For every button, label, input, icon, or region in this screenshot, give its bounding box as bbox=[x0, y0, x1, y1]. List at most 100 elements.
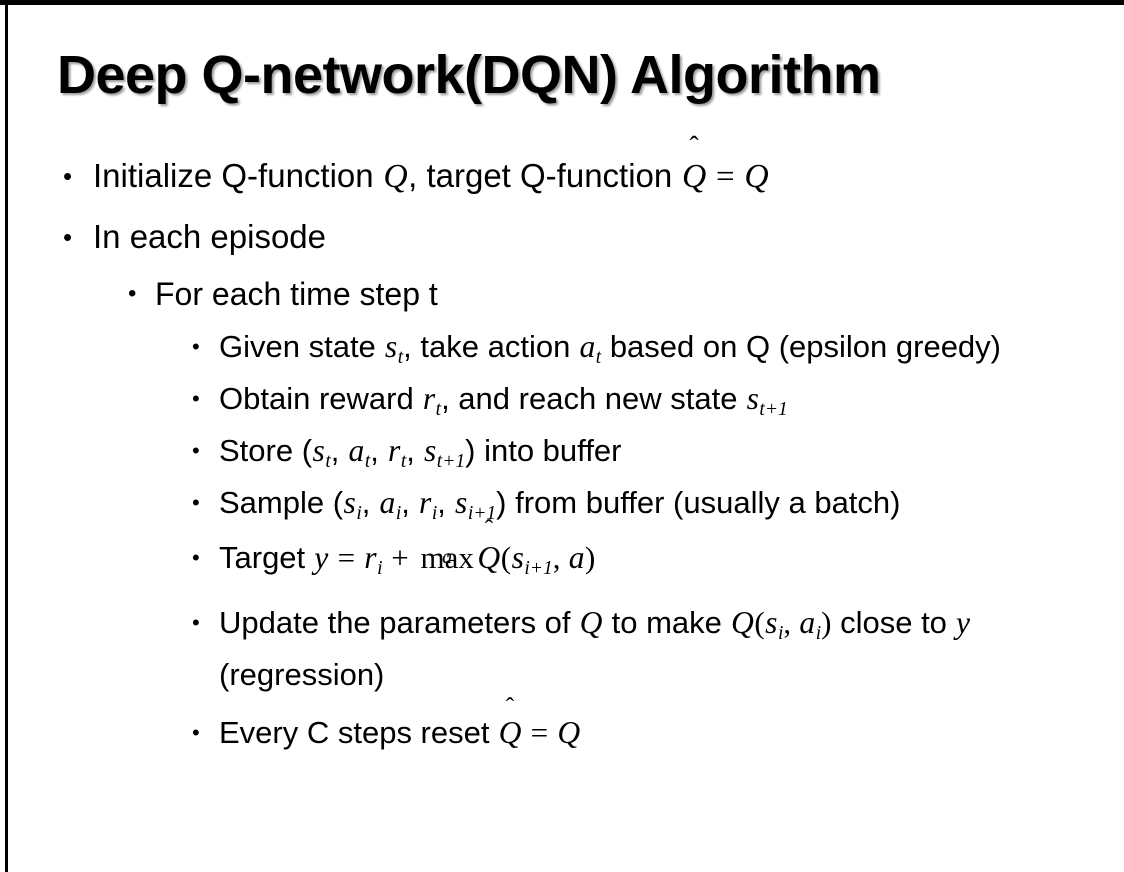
math-subscript: i+1 bbox=[524, 557, 553, 579]
math-paren-close: ) bbox=[821, 605, 832, 640]
math-plus: + bbox=[391, 540, 409, 575]
math-comma: , bbox=[552, 540, 569, 575]
text-fragment: Given state bbox=[219, 329, 385, 364]
list-item-text: For each time step t bbox=[155, 276, 438, 312]
math-max-label: max bbox=[420, 540, 474, 575]
list-item-text: Given state st, take action at based on … bbox=[219, 321, 1099, 373]
list-item: • Obtain reward rt, and reach new state … bbox=[0, 373, 1124, 425]
bullet-marker-icon: • bbox=[192, 610, 200, 635]
math-var-s: s bbox=[343, 485, 356, 520]
text-fragment: (regression) bbox=[219, 657, 385, 692]
text-fragment: , bbox=[370, 433, 388, 468]
math-paren-open: ( bbox=[754, 605, 765, 640]
math-subscript: t bbox=[400, 450, 407, 472]
text-fragment: Update the parameters of bbox=[219, 605, 580, 640]
text-fragment: , bbox=[401, 485, 419, 520]
math-equals: = bbox=[337, 540, 356, 575]
math-var-q: Q bbox=[579, 605, 603, 640]
list-item-text: Store (st, at, rt, st+1) into buffer bbox=[219, 425, 1099, 477]
math-var-q: Q bbox=[477, 540, 501, 575]
math-var-s: s bbox=[312, 433, 325, 468]
math-var-s: s bbox=[765, 605, 778, 640]
math-subscript: t bbox=[435, 398, 442, 420]
text-fragment: , bbox=[330, 433, 349, 468]
math-subscript: i+1 bbox=[467, 502, 497, 524]
math-subscript: i bbox=[431, 502, 438, 524]
math-var-a: a bbox=[379, 485, 396, 520]
math-var-r: r bbox=[422, 381, 436, 416]
list-item: • In each episode bbox=[0, 207, 1124, 267]
math-comma: , bbox=[783, 605, 799, 640]
list-item: • Given state st, take action at based o… bbox=[0, 321, 1124, 373]
text-fragment: Target bbox=[219, 540, 314, 575]
math-var-a: a bbox=[579, 329, 596, 364]
math-var-r: r bbox=[388, 433, 401, 468]
text-fragment: Sample ( bbox=[219, 485, 344, 520]
list-item: • Every C steps reset ̂Q = Q bbox=[0, 707, 1124, 759]
math-subscript: i bbox=[395, 502, 402, 524]
bullet-marker-icon: • bbox=[192, 545, 200, 570]
math-var-q: Q bbox=[730, 605, 754, 640]
math-subscript: t bbox=[325, 450, 331, 472]
math-var-s: s bbox=[746, 381, 759, 416]
list-item: • Target y = ri + maxâQ(si+1, a) bbox=[0, 529, 1124, 587]
text-fragment: Obtain reward bbox=[219, 381, 423, 416]
bullet-marker-icon: • bbox=[192, 386, 200, 411]
math-var-y: y bbox=[956, 605, 971, 640]
math-var-a: a bbox=[799, 605, 816, 640]
list-item: • Update the parameters of Q to make Q(s… bbox=[0, 597, 1124, 701]
text-fragment: , target Q-function bbox=[408, 157, 682, 194]
math-var-r: r bbox=[419, 485, 432, 520]
math-max-limit: a bbox=[442, 545, 453, 568]
math-subscript: i bbox=[356, 502, 362, 524]
math-var-s: s bbox=[423, 433, 437, 468]
math-var-s: s bbox=[511, 540, 524, 575]
math-var-q: Q bbox=[744, 158, 769, 195]
list-item-text: Update the parameters of Q to make Q(si,… bbox=[219, 597, 1099, 701]
text-fragment: ) into buffer bbox=[465, 433, 622, 468]
math-var-q: Q bbox=[498, 715, 522, 750]
bullet-marker-icon: • bbox=[63, 222, 73, 252]
bullet-marker-icon: • bbox=[192, 720, 200, 745]
list-item-text: In each episode bbox=[93, 218, 327, 255]
math-var-s: s bbox=[384, 329, 398, 364]
text-fragment: close to bbox=[831, 605, 956, 640]
list-item-text: Initialize Q-function Q, target Q-functi… bbox=[93, 146, 1124, 207]
math-subscript: t bbox=[364, 450, 371, 472]
bullet-marker-icon: • bbox=[192, 438, 200, 463]
math-paren-open: ( bbox=[500, 540, 512, 575]
math-var-qhat: ̂Q bbox=[477, 529, 501, 587]
list-item-text: Obtain reward rt, and reach new state st… bbox=[219, 373, 1099, 425]
math-var-r: r bbox=[364, 540, 377, 575]
math-var-q: Q bbox=[557, 715, 581, 750]
bullet-marker-icon: • bbox=[63, 161, 73, 191]
math-subscript: t bbox=[595, 346, 602, 368]
math-var-a: a bbox=[348, 433, 365, 468]
math-var-qhat: ̂Q bbox=[681, 146, 706, 207]
bullet-marker-icon: • bbox=[192, 490, 200, 515]
slide-left-border bbox=[5, 0, 8, 872]
math-var-a: a bbox=[568, 540, 585, 575]
math-subscript: i bbox=[377, 557, 383, 579]
bullet-marker-icon: • bbox=[128, 280, 137, 307]
list-item: • Store (st, at, rt, st+1) into buffer bbox=[0, 425, 1124, 477]
text-fragment: based on Q (epsilon greedy) bbox=[601, 329, 1001, 364]
math-subscript: t+1 bbox=[436, 450, 466, 472]
text-fragment: , bbox=[361, 485, 380, 520]
page-title: Deep Q-network(DQN) Algorithm bbox=[57, 45, 881, 105]
list-item: • For each time step t bbox=[0, 267, 1124, 321]
math-var-q: Q bbox=[681, 158, 707, 195]
math-equals: = bbox=[530, 715, 549, 750]
math-var-y: y bbox=[314, 540, 329, 575]
bullet-list: • Initialize Q-function Q, target Q-func… bbox=[0, 146, 1124, 759]
math-paren-close: ) bbox=[585, 540, 596, 575]
math-subscript: i bbox=[777, 622, 784, 644]
list-item: • Initialize Q-function Q, target Q-func… bbox=[0, 146, 1124, 207]
math-var-q: Q bbox=[383, 158, 408, 195]
text-fragment: Every C steps reset bbox=[219, 715, 499, 750]
text-fragment: ) from buffer (usually a batch) bbox=[496, 485, 901, 520]
list-item-text: Sample (si, ai, ri, si+1) from buffer (u… bbox=[219, 477, 1099, 529]
math-subscript: i bbox=[815, 622, 822, 644]
text-fragment: , take action bbox=[403, 329, 579, 364]
